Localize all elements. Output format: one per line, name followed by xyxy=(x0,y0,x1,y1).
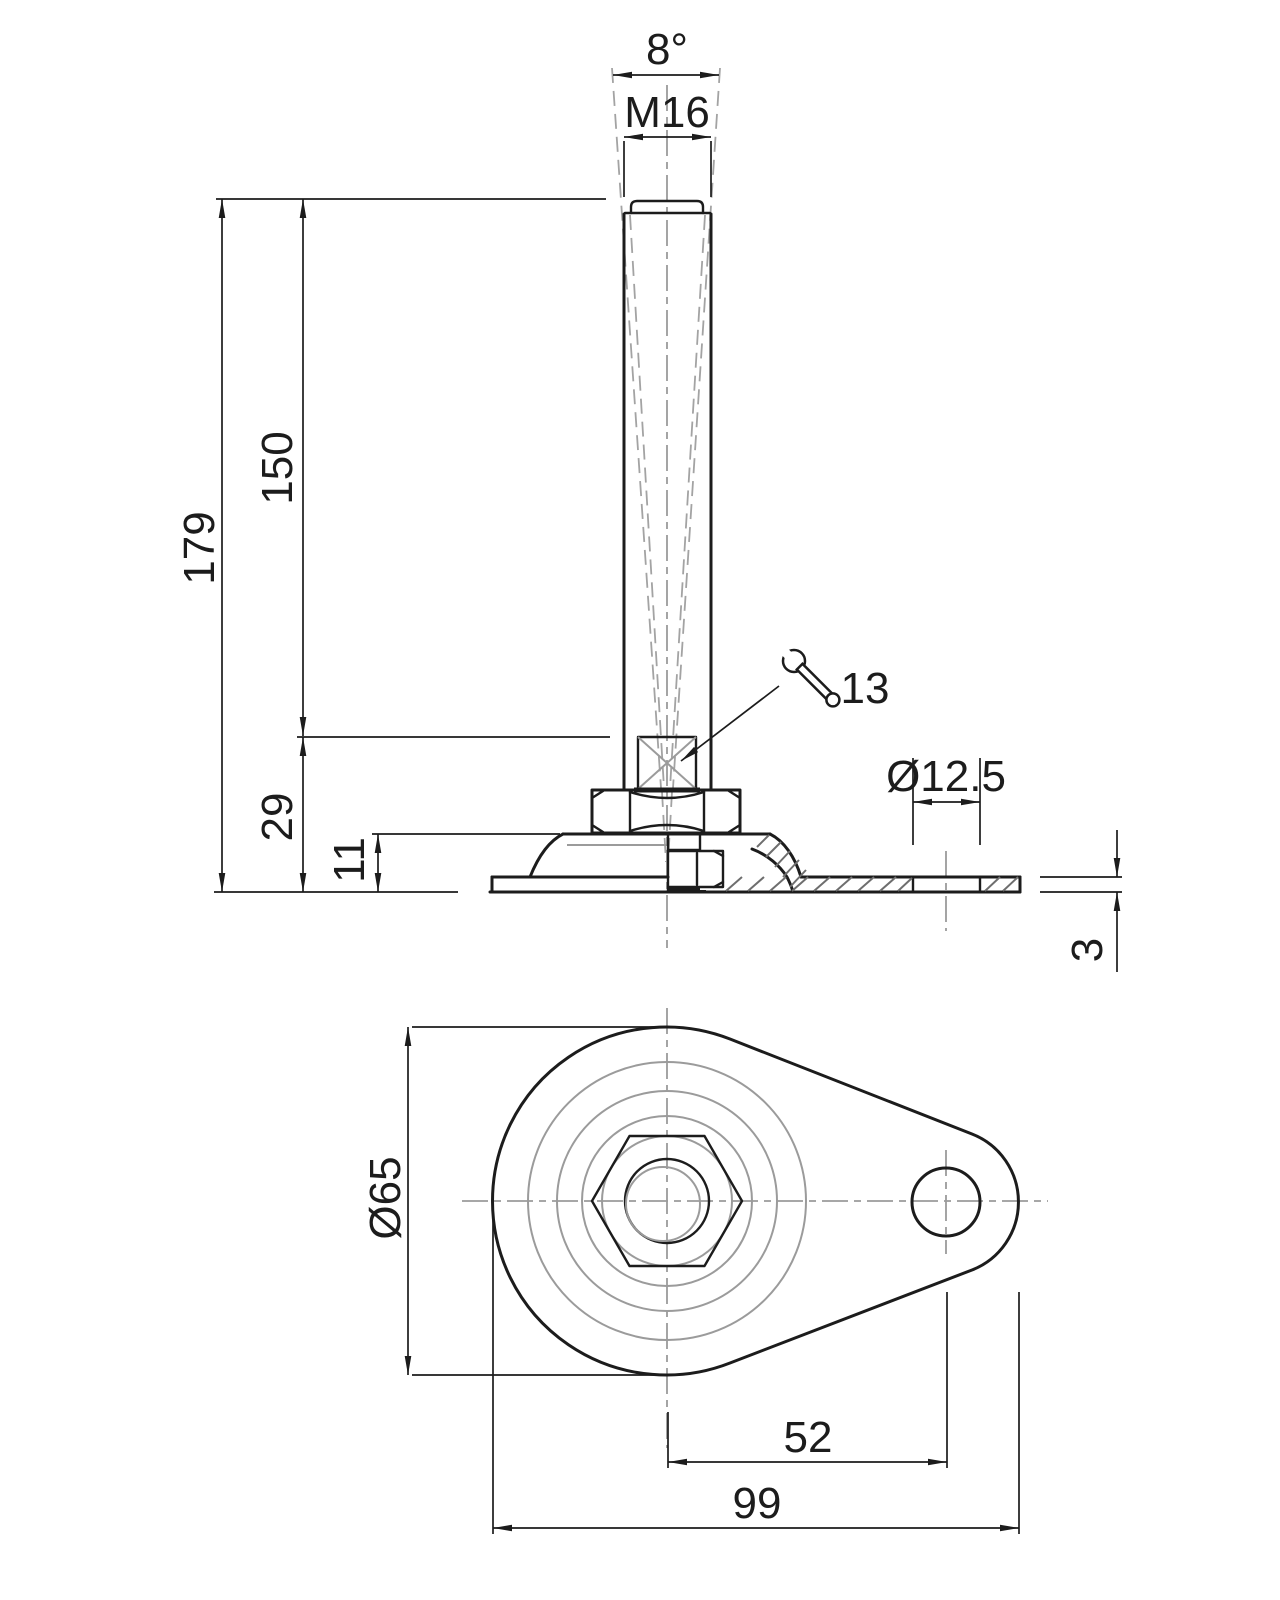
tilt-line-left-inner xyxy=(629,214,665,789)
dome-contour-1 xyxy=(527,1061,807,1341)
front-dimensions: 8° M16 179 150 29 11 xyxy=(175,25,1122,972)
dim-tilt-angle: 8° xyxy=(613,25,719,79)
wrench-leader-line xyxy=(680,685,780,762)
front-view xyxy=(488,67,1022,894)
stem-end-circle xyxy=(623,1157,711,1245)
total-height-label: 179 xyxy=(175,511,224,584)
protective-cap xyxy=(629,199,705,215)
hole-offset-label: 52 xyxy=(784,1413,833,1462)
dim-total-height: 179 xyxy=(175,199,226,892)
dome-right-shoulder-inner xyxy=(750,847,795,894)
nut-chamfer-bottom xyxy=(628,823,706,833)
section-hatching xyxy=(725,834,1019,892)
wrench-callout: 13 xyxy=(680,645,890,762)
dim-base-diameter: Ø65 xyxy=(361,1026,680,1376)
dome-hatch xyxy=(756,834,807,888)
wrench-handle xyxy=(795,662,834,701)
plate-hatch-right xyxy=(984,876,1019,892)
wrench-icon xyxy=(778,645,841,708)
hole-diameter-label: Ø12.5 xyxy=(886,752,1006,801)
base-dome xyxy=(528,832,803,894)
base-plate xyxy=(488,875,1022,894)
tilt-angle-label: 8° xyxy=(646,25,688,74)
nut-outline xyxy=(590,788,742,835)
tilt-line-right-outer xyxy=(672,67,721,789)
dim-dome-height: 11 xyxy=(325,834,382,892)
nut-chamfer-top xyxy=(628,790,706,800)
tilt-line-left-outer xyxy=(611,67,662,789)
wrench-ring-end xyxy=(825,692,841,708)
dim-hole-offset: 52 xyxy=(667,1292,948,1468)
tilt-line-right-inner xyxy=(669,214,706,789)
bottom-dimensions: Ø65 52 99 xyxy=(361,1026,1020,1534)
ball-end-step xyxy=(666,832,702,852)
base-height-label: 29 xyxy=(253,793,302,842)
lower-hex-section xyxy=(666,832,725,894)
dim-stem-length: 150 xyxy=(253,199,307,736)
dim-base-length: 99 xyxy=(492,1212,1020,1534)
dim-plate-thickness: 3 xyxy=(1040,830,1122,972)
plate-hatch-left xyxy=(725,876,913,892)
dim-hole-diameter: Ø12.5 xyxy=(886,752,1006,845)
tilt-line-converge-left xyxy=(661,791,667,863)
dome-height-label: 11 xyxy=(325,837,374,883)
flat-diagonal-2 xyxy=(637,736,697,790)
hex-nut xyxy=(590,788,742,835)
wrench-size-label: 13 xyxy=(841,664,890,713)
base-diameter-label: Ø65 xyxy=(361,1156,410,1239)
dome-right-shoulder-outer xyxy=(768,832,803,879)
plate-thickness-label: 3 xyxy=(1063,938,1112,962)
dim-thread: M16 xyxy=(623,88,712,197)
lower-nut-chamfers xyxy=(712,849,725,889)
thread-label: M16 xyxy=(624,88,710,137)
dome-left-shoulder xyxy=(528,832,565,879)
tilt-envelope xyxy=(611,67,721,863)
lower-nut-outline xyxy=(666,849,725,889)
nut-hexagon xyxy=(590,1134,744,1268)
base-plate-outline xyxy=(491,1025,1020,1377)
base-length-label: 99 xyxy=(733,1479,782,1528)
stem xyxy=(622,199,713,792)
nut-corner-chamfers xyxy=(590,789,742,834)
dim-base-height: 29 xyxy=(253,737,307,892)
bottom-view xyxy=(491,1025,1020,1377)
wrench-jaw-opening xyxy=(778,645,798,665)
mounting-hole xyxy=(910,1166,982,1238)
dome-contour-2 xyxy=(556,1090,778,1312)
stem-length-label: 150 xyxy=(253,431,302,504)
dome-contour-3 xyxy=(581,1115,753,1287)
stem-hidden-circle xyxy=(625,1166,701,1242)
